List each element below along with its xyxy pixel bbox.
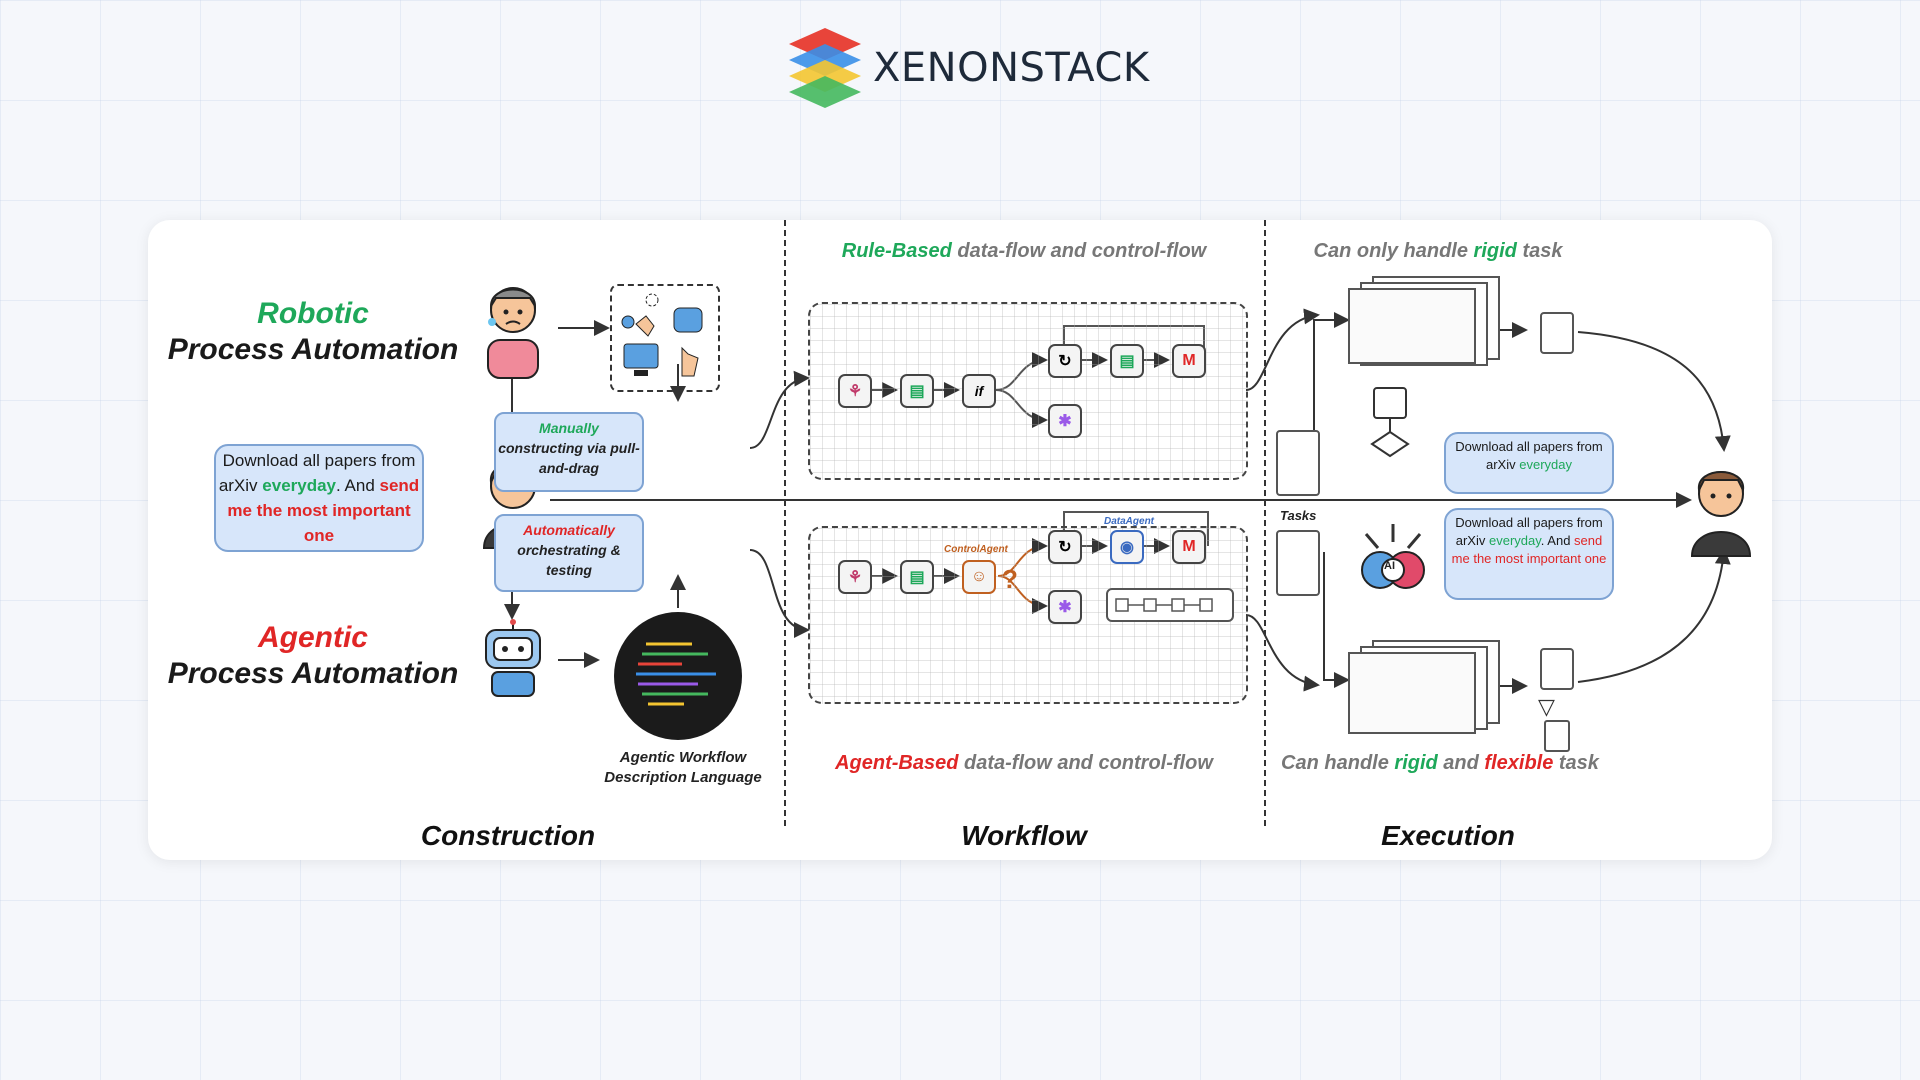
section-workflow: Workflow	[961, 820, 1087, 851]
loop-node-agent-icon: ↻	[1048, 530, 1082, 564]
drag-drop-icons	[621, 293, 703, 377]
apa-title-line1: Agentic	[257, 621, 368, 654]
xenonstack-logo-icon	[789, 28, 861, 108]
filter-icon: ▽	[1538, 694, 1555, 719]
exec-bottom-part1: Download all papers from arXiv	[1455, 515, 1603, 548]
final-user-icon	[1690, 471, 1752, 557]
stressed-worker-icon	[487, 287, 539, 379]
if-node-label: if	[974, 383, 984, 399]
exec-bottom-send: send me the most important one	[1451, 533, 1607, 566]
output-docs-top-icon	[1540, 312, 1574, 354]
code-circle-icon	[614, 612, 742, 740]
robot-icon	[485, 619, 541, 697]
section-construction: Construction	[420, 820, 596, 851]
diagram-card: Robotic Process Automation Agentic Proce…	[148, 220, 1772, 860]
manual-highlight: Manually	[539, 420, 599, 436]
rigid-workflow-stack	[1348, 276, 1500, 366]
exec-bottom-part2: . And	[1540, 533, 1575, 548]
exec-bottom-everyday: everyday	[1488, 533, 1541, 548]
rpa-title-line1: Robotic	[257, 297, 369, 330]
rule-based-workflow-frame	[808, 302, 1248, 480]
control-agent-label: ControlAgent	[944, 544, 1008, 555]
data-agent-label: DataAgent	[1104, 516, 1155, 527]
rule-highlight: Rule-Based	[841, 240, 952, 262]
auto-rest: orchestrating & testing	[517, 542, 621, 578]
manual-construction-box: Manually constructing via pull-and-drag	[494, 412, 644, 492]
awdl-label: Agentic Workflow Description Language	[604, 749, 762, 786]
sub-workflow-chain-icon	[1115, 598, 1213, 612]
slack-node-agent-icon: ✱	[1048, 590, 1082, 624]
task-list-top-icon	[1276, 430, 1320, 496]
apa-title: Agentic Process Automation	[158, 620, 468, 692]
sheets-node-icon: ▤	[900, 374, 934, 408]
loop-node-icon: ↻	[1048, 344, 1082, 378]
brand-logo: XENONSTACK	[785, 26, 1150, 110]
sheets-node-agent-icon: ▤	[900, 560, 934, 594]
divider-workflow-execution	[1264, 220, 1266, 826]
divider-construction-workflow	[784, 220, 786, 826]
user-request-bubble: Download all papers from arXiv everyday.…	[214, 444, 424, 552]
section-execution: Execution	[1381, 820, 1515, 851]
request-part1: Download all papers from arXiv	[218, 451, 416, 495]
agent-rest: data-flow and control-flow	[958, 752, 1213, 774]
flex-pre: Can handle	[1281, 752, 1395, 774]
auto-highlight: Automatically	[523, 522, 615, 538]
webhook-node-agent-icon: ⚘	[838, 560, 872, 594]
flexible-caption: Can handle rigid and flexible task	[1270, 752, 1610, 775]
if-node: if	[962, 374, 996, 408]
gmail-node-agent-icon: M	[1172, 530, 1206, 564]
ai-label: AI	[1384, 560, 1395, 572]
exec-top-everyday: everyday	[1519, 457, 1572, 472]
decision-flow-icon	[1370, 387, 1410, 458]
exec-top-part1: Download all papers from arXiv	[1455, 439, 1603, 472]
flex-flexible: flexible	[1484, 752, 1554, 774]
rule-rest: data-flow and control-flow	[951, 240, 1207, 262]
agent-highlight: Agent-Based	[835, 752, 959, 774]
request-everyday: everyday	[262, 476, 337, 495]
flex-post: task	[1553, 752, 1599, 774]
brand-name: XENONSTACK	[873, 45, 1150, 91]
rule-based-caption: Rule-Based data-flow and control-flow	[804, 240, 1244, 263]
exec-bubble-bottom: Download all papers from arXiv everyday.…	[1444, 508, 1614, 600]
rpa-title: Robotic Process Automation	[158, 296, 468, 368]
request-send: send me the most important one	[227, 476, 420, 545]
sub-workflow-box	[1106, 588, 1234, 622]
data-agent-node-icon: ◉	[1110, 530, 1144, 564]
question-mark-icon: ?	[1002, 564, 1018, 594]
control-agent-node-icon: ☺	[962, 560, 996, 594]
flex-mid: and	[1437, 752, 1485, 774]
rigid-pre: Can only handle	[1313, 240, 1474, 262]
request-part2: . And	[336, 476, 380, 495]
flex-rigid: rigid	[1394, 752, 1438, 774]
selected-doc-icon	[1544, 720, 1570, 752]
webhook-node-icon: ⚘	[838, 374, 872, 408]
manual-rest: constructing via pull-and-drag	[498, 440, 640, 476]
rigid-post: task	[1516, 240, 1563, 262]
rigid-word: rigid	[1473, 240, 1517, 262]
gmail-node-icon: M	[1172, 344, 1206, 378]
task-list-bottom-icon	[1276, 530, 1320, 596]
rpa-title-line2: Process Automation	[167, 333, 459, 366]
pull-and-drag-panel	[610, 284, 720, 392]
tasks-label: Tasks	[1280, 508, 1317, 523]
output-docs-bottom-icon	[1540, 648, 1574, 690]
sheets-node-2-icon: ▤	[1110, 344, 1144, 378]
exec-bubble-top: Download all papers from arXiv everyday	[1444, 432, 1614, 494]
agent-based-caption: Agent-Based data-flow and control-flow	[804, 752, 1244, 775]
flexible-workflow-stack	[1348, 640, 1500, 734]
apa-title-line2: Process Automation	[167, 657, 459, 690]
ai-brain-icon	[1361, 524, 1425, 589]
rigid-caption: Can only handle rigid task	[1288, 240, 1588, 263]
slack-node-icon: ✱	[1048, 404, 1082, 438]
auto-construction-box: Automatically orchestrating & testing	[494, 514, 644, 592]
